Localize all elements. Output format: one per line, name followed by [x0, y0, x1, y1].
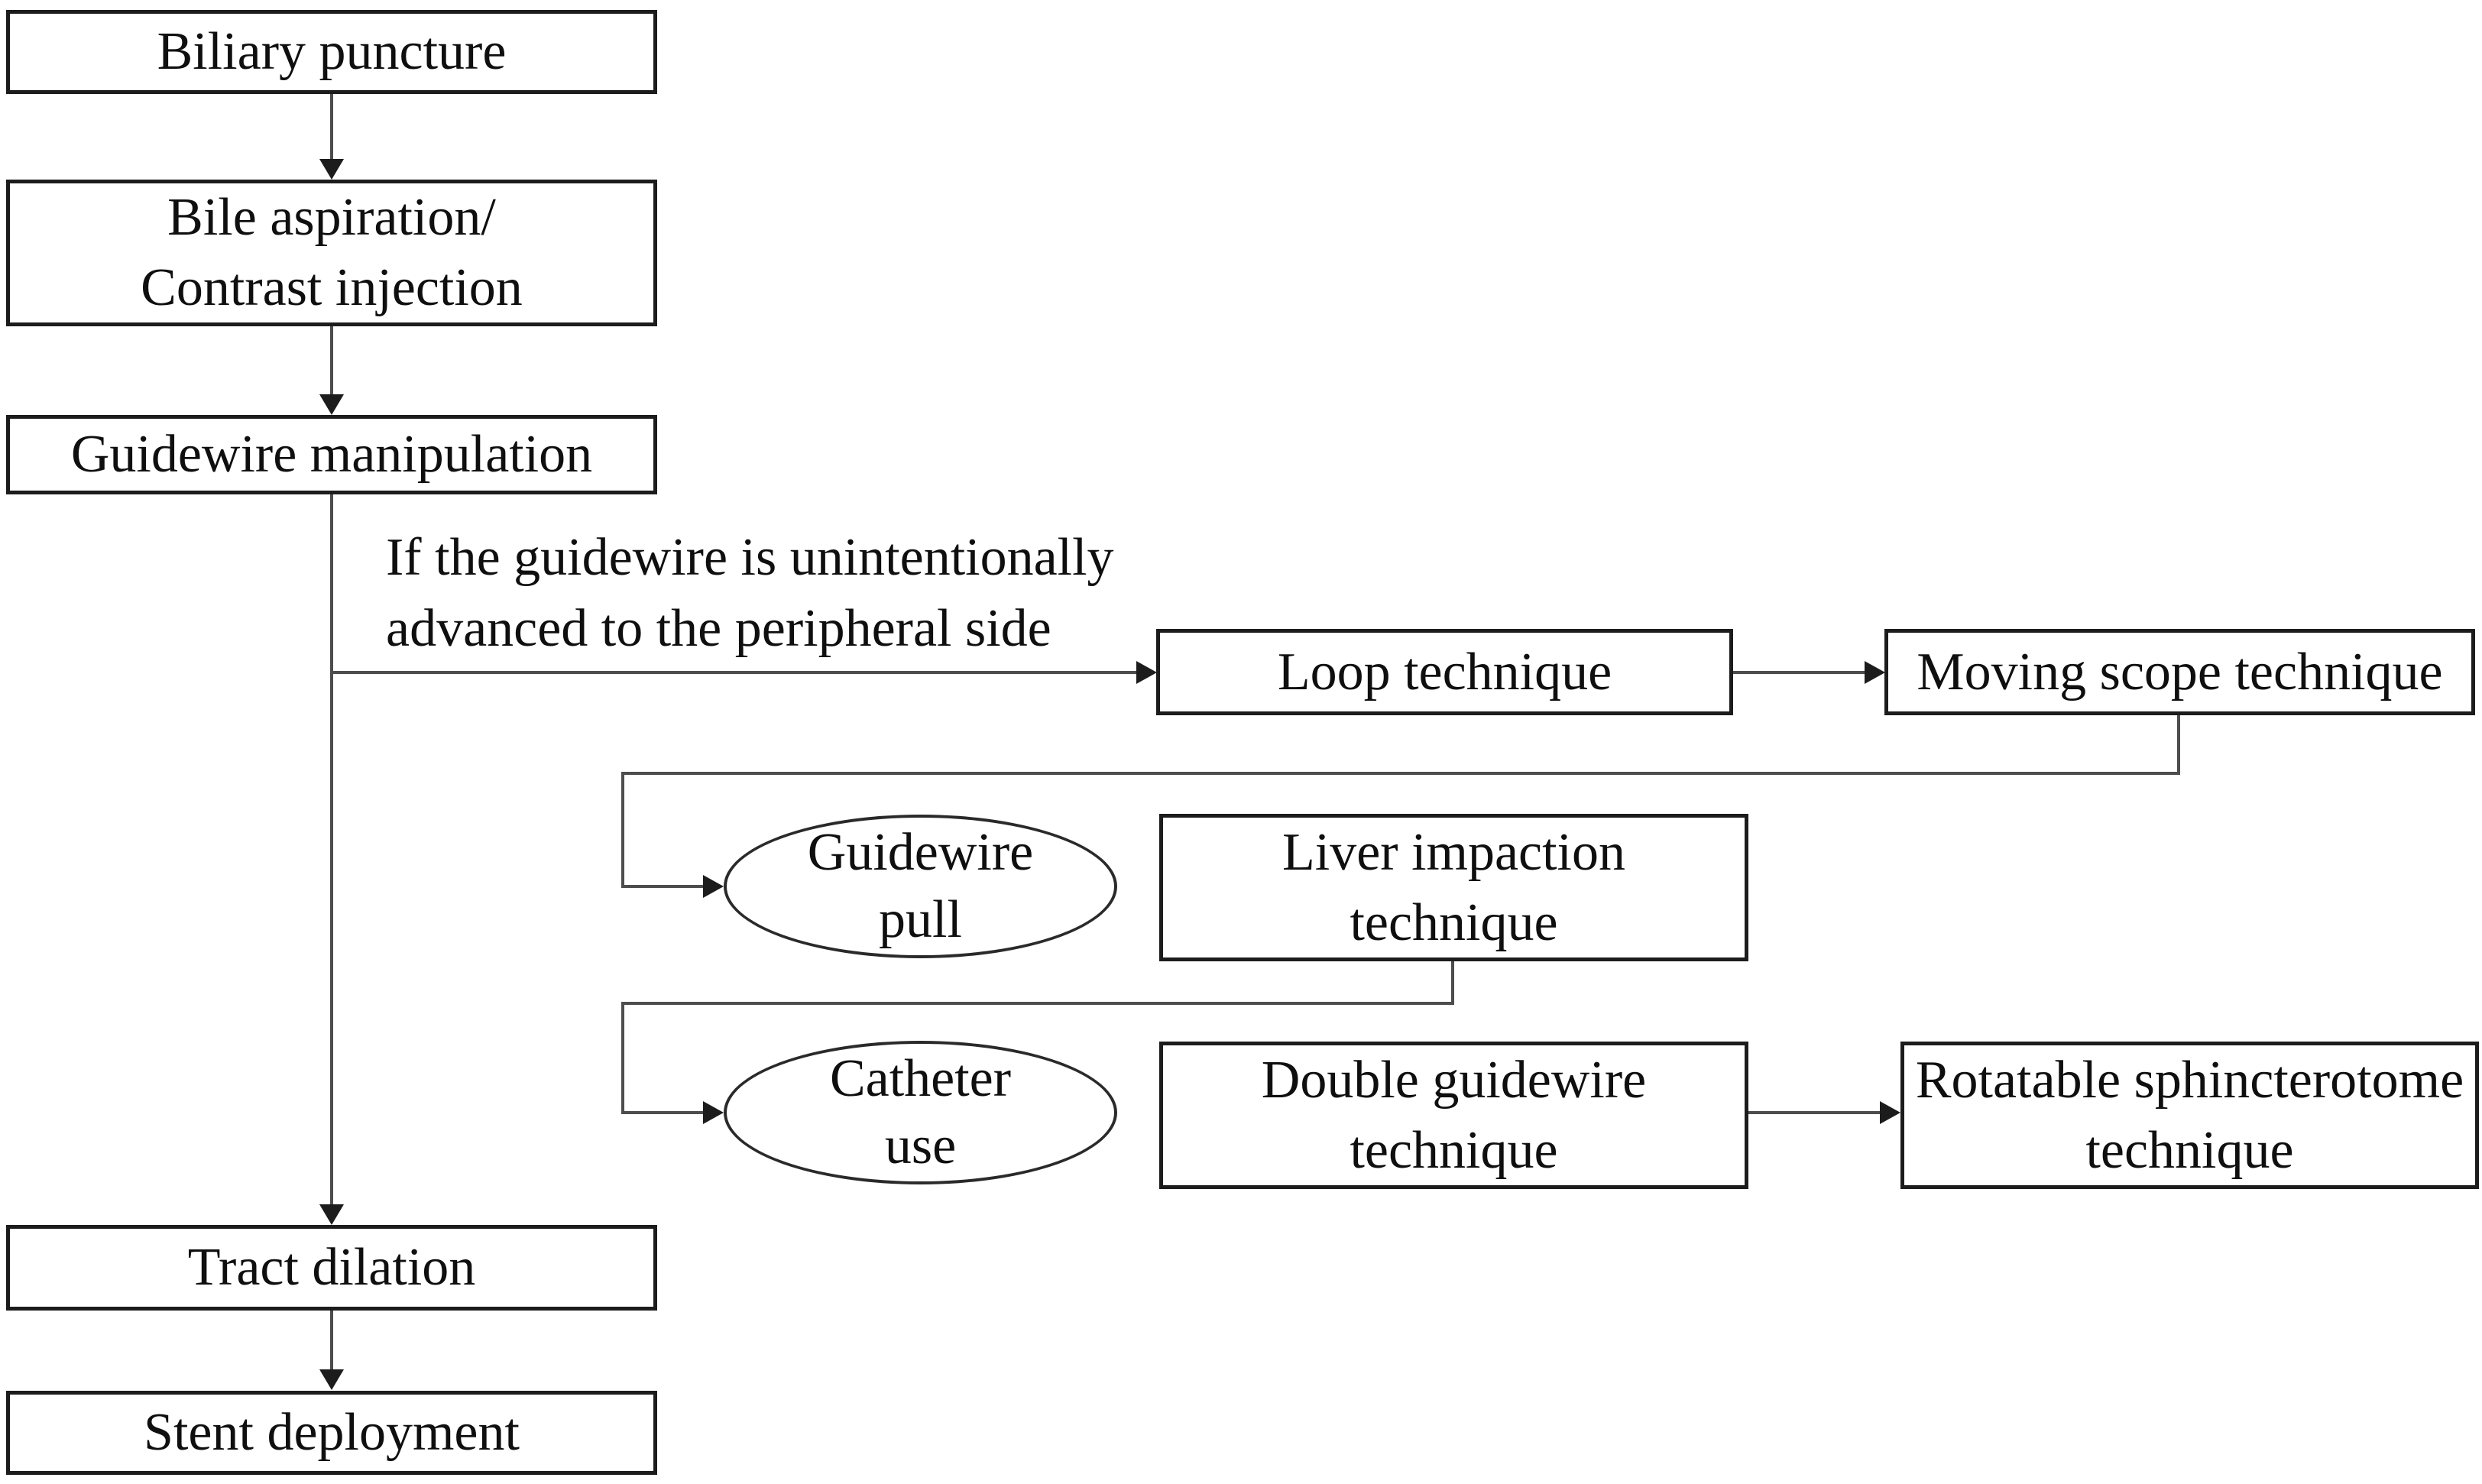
arrowhead-down-into-guidewire-manipulation: [319, 394, 344, 415]
flow-box-label: Guidewire manipulation: [70, 425, 593, 484]
flow-box-stent-deployment: Stent deployment: [6, 1391, 657, 1475]
connector-moving-scope-down: [2177, 715, 2180, 775]
condition-note-line1: If the guidewire is unintentionally: [386, 528, 1114, 587]
arrowhead-right-into-loop-technique: [1136, 661, 1157, 684]
condition-note-line2: advanced to the peripheral side: [386, 599, 1051, 658]
connector-return1-down: [621, 772, 624, 886]
flow-box-label-line2: technique: [1350, 893, 1558, 952]
flow-box-biliary-puncture: Biliary puncture: [6, 10, 657, 94]
connector-double-to-rotatable: [1748, 1111, 1880, 1114]
flow-box-label-line1: Bile aspiration/: [167, 188, 496, 247]
flow-box-double-guidewire-technique: Double guidewire technique: [1159, 1042, 1748, 1189]
flow-ellipse-label-line2: pull: [879, 890, 962, 949]
connector-biliary-to-bile: [330, 94, 333, 160]
connector-return2-down: [621, 1002, 624, 1114]
flow-ellipse-guidewire-pull: Guidewire pull: [724, 815, 1117, 958]
connector-return1-to-guidewire-pull: [621, 885, 704, 888]
flow-ellipse-catheter-use: Catheter use: [724, 1041, 1117, 1184]
flow-box-loop-technique: Loop technique: [1156, 629, 1733, 715]
connector-liver-impaction-down: [1451, 961, 1454, 1005]
flow-box-tract-dilation: Tract dilation: [6, 1225, 657, 1311]
connector-branch-to-loop-technique: [332, 671, 1137, 674]
flow-box-label-line1: Rotatable sphincterotome: [1915, 1050, 2464, 1110]
arrowhead-down-into-bile-aspiration: [319, 159, 344, 180]
connector-guidewire-to-tract-dilation: [330, 494, 333, 1205]
flow-box-label-line1: Double guidewire: [1261, 1050, 1647, 1110]
arrowhead-right-into-guidewire-pull: [703, 875, 724, 898]
arrowhead-down-into-tract-dilation: [319, 1204, 344, 1225]
flow-box-label-line2: technique: [2085, 1120, 2294, 1180]
flow-box-moving-scope-technique: Moving scope technique: [1884, 629, 2475, 715]
flow-box-label: Loop technique: [1277, 642, 1612, 701]
flow-ellipse-label-line1: Catheter: [829, 1049, 1012, 1108]
flow-box-guidewire-manipulation: Guidewire manipulation: [6, 415, 657, 494]
flow-box-bile-aspiration-contrast-injection: Bile aspiration/ Contrast injection: [6, 180, 657, 326]
flow-ellipse-label-line2: use: [884, 1116, 957, 1175]
flow-box-label-line2: technique: [1350, 1120, 1558, 1180]
flow-box-label-line1: Liver impaction: [1282, 822, 1626, 882]
flow-box-label: Tract dilation: [187, 1238, 476, 1297]
flow-box-label: Moving scope technique: [1917, 642, 2443, 701]
flow-box-label: Biliary puncture: [157, 22, 507, 81]
arrowhead-right-into-rotatable: [1880, 1101, 1900, 1124]
connector-tract-to-stent: [330, 1311, 333, 1370]
flow-box-liver-impaction-technique: Liver impaction technique: [1159, 814, 1748, 961]
flow-ellipse-label-line1: Guidewire: [807, 823, 1034, 882]
arrowhead-right-into-moving-scope: [1865, 661, 1885, 684]
arrowhead-down-into-stent-deployment: [319, 1369, 344, 1390]
connector-return2-to-catheter-use: [621, 1111, 704, 1114]
connector-moving-scope-return-horizontal: [621, 772, 2180, 775]
connector-loop-to-moving-scope: [1733, 671, 1865, 674]
flow-box-rotatable-sphincterotome-technique: Rotatable sphincterotome technique: [1900, 1042, 2479, 1189]
flow-box-label: Stent deployment: [144, 1403, 520, 1462]
connector-liver-return-horizontal: [621, 1002, 1454, 1005]
condition-note: If the guidewire is unintentionally adva…: [386, 522, 1158, 664]
connector-bile-to-guidewire: [330, 326, 333, 395]
arrowhead-right-into-catheter-use: [703, 1101, 724, 1124]
flow-box-label-line2: Contrast injection: [141, 258, 523, 317]
